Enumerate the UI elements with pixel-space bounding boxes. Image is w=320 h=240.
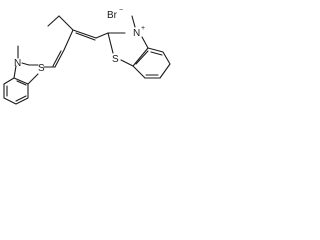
bromide-symbol: Br — [107, 10, 118, 21]
bond — [72, 29, 97, 39]
bond — [21, 62, 30, 66]
bond — [3, 77, 29, 105]
bond — [52, 50, 62, 67]
atom-s-right: S — [112, 54, 119, 65]
bond — [54, 49, 65, 68]
bond — [141, 36, 149, 49]
bromide-counterion: Br − — [107, 7, 123, 21]
bond — [150, 51, 163, 56]
bond — [15, 95, 27, 102]
bond — [16, 80, 27, 86]
chemical-structure-diagram: Br − — [0, 0, 175, 114]
bond — [63, 29, 74, 51]
atom-n-left: N — [14, 58, 21, 69]
bond — [27, 73, 39, 85]
structure-svg: Br − — [3, 7, 171, 105]
right-benzothiazolium: N + S — [107, 15, 171, 79]
bond — [131, 15, 136, 28]
bond — [120, 59, 134, 67]
ethyl-group — [47, 15, 74, 31]
methine-chain — [52, 29, 109, 68]
bond — [107, 32, 114, 54]
left-benzothiazole: N S — [3, 45, 56, 105]
atom-n-right-charge: + — [141, 25, 145, 32]
bromide-charge: − — [119, 7, 123, 14]
atom-s-left: S — [38, 63, 45, 74]
atom-n-right: N — [133, 28, 140, 39]
bond — [75, 32, 96, 41]
bond — [47, 15, 60, 27]
bond — [13, 65, 17, 79]
bond — [58, 15, 74, 31]
bond — [135, 50, 149, 65]
bond — [95, 32, 109, 39]
bond — [132, 47, 171, 79]
